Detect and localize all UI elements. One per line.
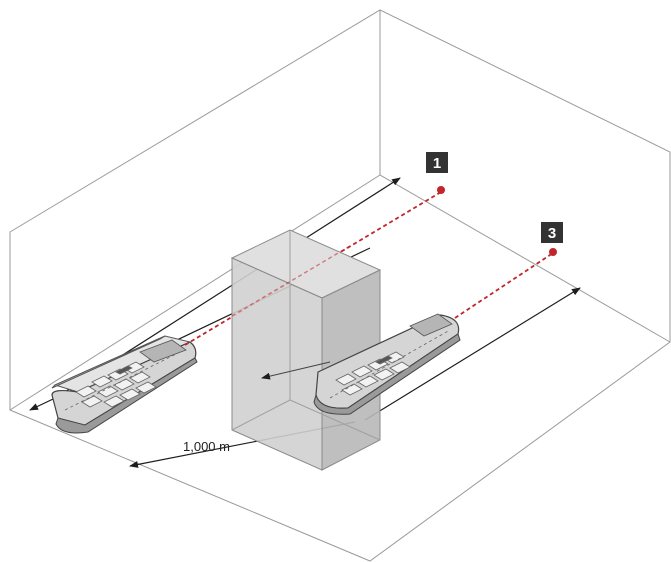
laser-target-dot-3 <box>549 248 557 256</box>
room <box>9 9 671 562</box>
laser-device-right <box>313 313 461 415</box>
device-keypad <box>335 351 411 396</box>
obstacle-pillar <box>230 229 382 471</box>
marker-1-label: 1 <box>433 155 441 172</box>
device-keypad <box>75 361 157 408</box>
laser-target-dot-1 <box>437 186 445 194</box>
dimension-line-inner <box>261 361 331 380</box>
laser-device-left <box>51 335 198 434</box>
marker-3-label: 3 <box>548 225 556 242</box>
marker-1: 1 <box>426 152 448 173</box>
device-screen <box>409 313 453 337</box>
room-floor-edge-left <box>9 174 381 411</box>
laser-beam-3 <box>454 252 554 319</box>
dimension-label: 1,000 m <box>183 439 230 454</box>
laser-beam-1-hidden <box>231 245 351 317</box>
dimension-line-right <box>364 287 581 421</box>
room-floor-edge-right <box>379 174 671 343</box>
marker-3: 3 <box>541 222 563 243</box>
device-screen <box>139 339 187 363</box>
